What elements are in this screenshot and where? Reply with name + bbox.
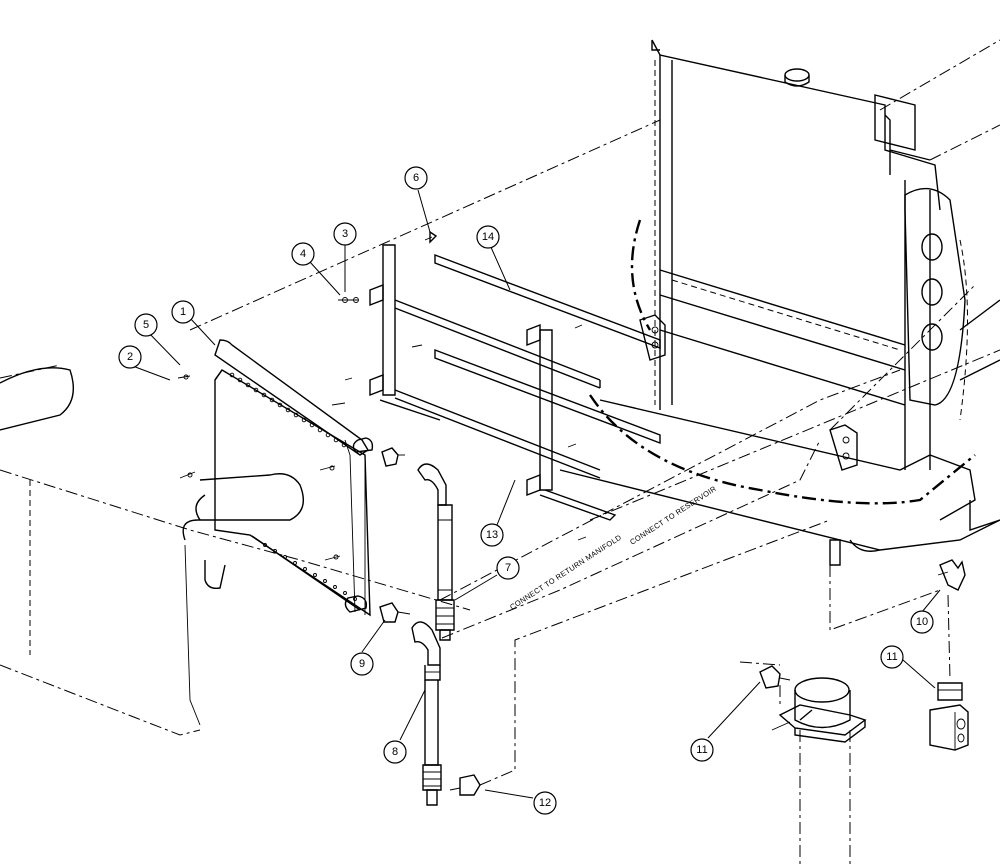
callout-14: 14 (476, 225, 500, 249)
mounting-hardware (177, 230, 587, 561)
svg-text:8: 8 (392, 746, 398, 758)
radiator (559, 39, 1000, 552)
callout-5: 5 (134, 313, 158, 337)
svg-text:13: 13 (486, 529, 498, 541)
callout-11-right: 11 (880, 645, 904, 669)
svg-text:7: 7 (505, 562, 511, 574)
fitting-11-right (937, 682, 963, 701)
svg-text:11: 11 (696, 744, 707, 756)
machine-frame (0, 39, 1000, 736)
svg-text:9: 9 (359, 658, 365, 670)
mounting-bracket (369, 244, 661, 521)
valve-block (929, 704, 969, 751)
callout-2: 2 (118, 345, 142, 369)
fitting-9 (379, 602, 411, 623)
callout-11-left: 11 (690, 738, 714, 762)
leader-lines (129, 189, 941, 799)
exhaust-pipe (182, 473, 304, 590)
note-reservoir: CONNECT TO RESERVOIR (628, 484, 718, 547)
reservoir-filter (771, 677, 867, 743)
routing-lines (441, 439, 951, 864)
callout-7: 7 (496, 556, 520, 580)
frame-bracket-lower (829, 424, 858, 566)
cooler-fin-row-bottom (263, 543, 357, 601)
callout-3: 3 (333, 222, 357, 246)
hose-8 (411, 621, 442, 806)
callout-13: 13 (480, 523, 504, 547)
cooler-fin-row (229, 372, 347, 448)
note-return-manifold: CONNECT TO RETURN MANIFOLD (508, 533, 623, 612)
svg-text:14: 14 (482, 231, 494, 243)
hose-7 (417, 463, 455, 641)
callout-4: 4 (291, 242, 315, 266)
callout-12: 12 (533, 791, 557, 815)
callout-8: 8 (383, 740, 407, 764)
svg-text:1: 1 (180, 306, 186, 318)
fitting-11-left (759, 665, 791, 689)
svg-text:6: 6 (413, 172, 419, 184)
fitting-12 (449, 774, 481, 796)
svg-text:2: 2 (127, 351, 133, 363)
callout-1: 1 (171, 300, 195, 324)
callout-9: 9 (350, 652, 374, 676)
svg-text:5: 5 (143, 319, 149, 331)
svg-text:11: 11 (886, 651, 897, 663)
callout-6: 6 (404, 166, 428, 190)
oil-cooler (214, 339, 374, 617)
svg-text:10: 10 (916, 616, 928, 628)
fitting-upper (381, 447, 405, 467)
svg-text:4: 4 (300, 248, 306, 260)
fitting-10 (937, 559, 966, 591)
svg-text:3: 3 (342, 228, 348, 240)
svg-text:12: 12 (539, 797, 551, 809)
callout-10: 10 (910, 610, 934, 634)
